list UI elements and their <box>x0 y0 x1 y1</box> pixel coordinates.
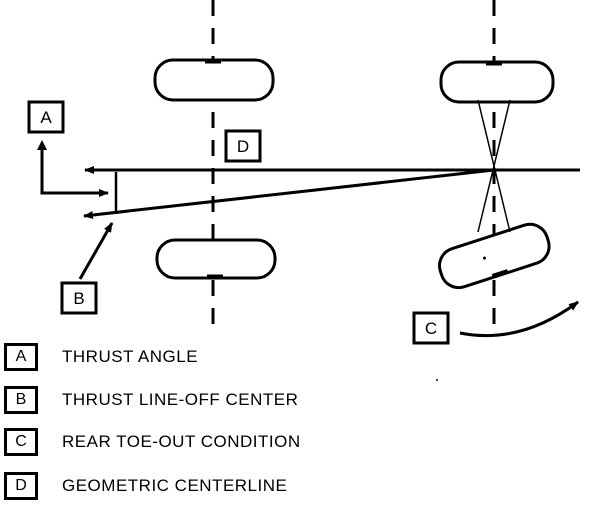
rear-bottom-tire-toe-out <box>438 222 551 290</box>
legend-row-d: D GEOMETRIC CENTERLINE <box>4 470 287 502</box>
callout-b-label: B <box>73 289 84 308</box>
callout-b: B <box>60 281 98 315</box>
callout-a-label: A <box>40 108 52 127</box>
callout-d-label: D <box>237 137 249 156</box>
rear-wheel-angle-lines <box>477 99 511 233</box>
front-top-tire <box>153 58 275 102</box>
callout-d: D <box>224 129 262 163</box>
legend-text-thrust-line: THRUST LINE-OFF CENTER <box>62 390 299 409</box>
callout-b-leader <box>78 222 114 280</box>
legend-row-a: A THRUST ANGLE <box>4 341 198 373</box>
toe-out-rotation-arrow <box>459 300 579 338</box>
front-bottom-tire <box>155 238 277 280</box>
callout-a: A <box>27 100 65 134</box>
legend-row-c: C REAR TOE-OUT CONDITION <box>4 426 301 458</box>
legend-text-thrust-angle: THRUST ANGLE <box>62 347 199 366</box>
legend-key-d: D <box>4 472 38 500</box>
legend-key-c: C <box>4 428 38 456</box>
callout-c-label: C <box>425 319 437 338</box>
legend-row-b: B THRUST LINE-OFF CENTER <box>4 384 298 416</box>
legend-key-a: A <box>4 343 38 371</box>
rear-top-tire <box>439 60 555 104</box>
callout-a-leader-top-arrow <box>37 140 47 150</box>
legend-text-geometric-centerline: GEOMETRIC CENTERLINE <box>62 476 288 495</box>
legend-key-b: B <box>4 386 38 414</box>
legend-text-rear-toe-out: REAR TOE-OUT CONDITION <box>62 432 301 451</box>
callout-a-leader <box>40 148 109 197</box>
callout-c: C <box>412 311 450 345</box>
thrust-line <box>83 168 495 219</box>
